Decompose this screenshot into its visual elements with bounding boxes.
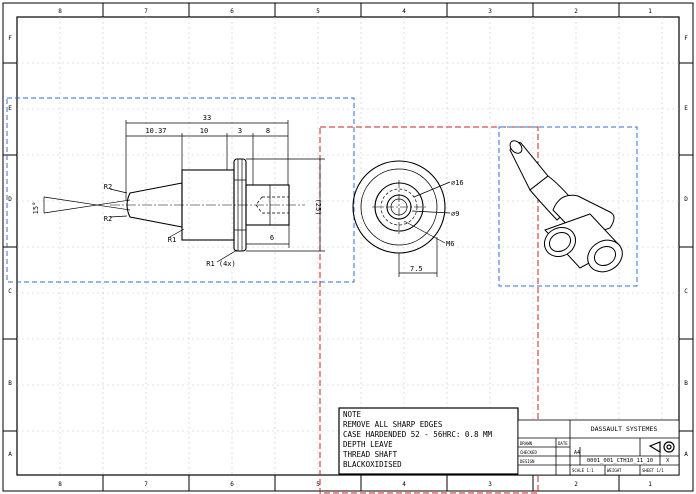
- title-drawn-label: DRAWN: [520, 441, 533, 446]
- zone-label-top: 8: [58, 8, 62, 15]
- dim-r1-4x: R1 (4x): [206, 260, 236, 268]
- title-rev: X: [666, 458, 670, 464]
- dim-d1: 10.37: [145, 127, 166, 135]
- iso-view-part: [509, 140, 623, 273]
- dim-dia-mid: ⌀9: [451, 210, 459, 218]
- title-scale-label: SCALE 1:1: [572, 468, 594, 473]
- dim-thread: M6: [446, 240, 454, 248]
- note-line: BLACKOXIDISED: [343, 460, 402, 469]
- zone-label-bottom: 4: [402, 481, 406, 488]
- inner-frame: [16, 16, 680, 476]
- zone-label-bottom: 1: [648, 481, 652, 488]
- title-size: A4: [574, 450, 580, 456]
- zone-label-bottom: 2: [574, 481, 578, 488]
- zone-label-top: 4: [402, 8, 406, 15]
- zone-label-top: 2: [574, 8, 578, 15]
- dim-width: 7.5: [410, 265, 423, 273]
- title-company: DASSAULT SYSTEMES: [591, 425, 658, 433]
- zone-label-left: B: [8, 380, 12, 387]
- dim-thread-length: 6: [270, 234, 274, 242]
- zone-label-top: 5: [316, 8, 320, 15]
- zone-label-bottom: 6: [230, 481, 234, 488]
- zone-label-bottom: 7: [144, 481, 148, 488]
- note-box: [338, 407, 519, 475]
- zone-label-left: F: [8, 35, 12, 42]
- side-view-dimensions: [398, 181, 451, 277]
- zone-label-right: B: [684, 380, 688, 387]
- zone-label-bottom: 5: [316, 481, 320, 488]
- dim-r2-top: R2: [104, 183, 112, 191]
- zone-label-top: 3: [488, 8, 492, 15]
- front-view-part: [110, 158, 305, 252]
- projection-symbol-icon: [648, 441, 675, 454]
- zone-label-right: F: [684, 35, 688, 42]
- zone-label-top: 7: [144, 8, 148, 15]
- zone-label-left: D: [8, 196, 12, 203]
- front-view-frame[interactable]: [6, 97, 355, 283]
- front-view-dimensions: [43, 120, 325, 263]
- zone-label-right: C: [684, 288, 688, 295]
- zone-label-top: 6: [230, 8, 234, 15]
- zone-label-right: A: [684, 451, 688, 458]
- dim-d3: 3: [238, 127, 242, 135]
- title-checked-label: CHECKED: [520, 450, 537, 455]
- dim-height: (25): [314, 199, 322, 216]
- dim-r1: R1: [168, 236, 176, 244]
- dim-dia-large: ⌀16: [451, 179, 464, 187]
- title-drawing-number: 0001_001_CTH10_11_10: [587, 458, 653, 464]
- title-weight-label: WEIGHT: [607, 468, 622, 473]
- side-view-frame[interactable]: [319, 126, 539, 494]
- dim-angle: 15°: [32, 202, 40, 215]
- zone-ticks: [3, 3, 693, 491]
- note-line: REMOVE ALL SHARP EDGES: [343, 420, 443, 429]
- zone-label-right: D: [684, 196, 688, 203]
- zone-label-bottom: 8: [58, 481, 62, 488]
- zone-label-left: A: [8, 451, 12, 458]
- note-line: CASE HARDENDED 52 - 56HRC: 0.8 MM: [343, 430, 492, 439]
- zone-label-left: C: [8, 288, 12, 295]
- dim-d2: 10: [200, 127, 208, 135]
- iso-view-frame[interactable]: [498, 126, 638, 287]
- dim-d4: 8: [266, 127, 270, 135]
- dim-r2-bottom: R2: [104, 215, 112, 223]
- title-date-label: DATE: [558, 441, 568, 446]
- note-line: DEPTH LEAVE: [343, 440, 393, 449]
- title-sheet-label: SHEET 1/1: [642, 468, 664, 473]
- title-design-label: DESIGN: [520, 459, 535, 464]
- side-view-part: [352, 160, 446, 254]
- note-line: THREAD SHAFT: [343, 450, 398, 459]
- zone-label-left: E: [8, 105, 12, 112]
- note-heading: NOTE: [343, 410, 362, 419]
- zone-label-bottom: 3: [488, 481, 492, 488]
- zone-label-right: E: [684, 105, 688, 112]
- zone-label-top: 1: [648, 8, 652, 15]
- dim-overall: 33: [203, 114, 211, 122]
